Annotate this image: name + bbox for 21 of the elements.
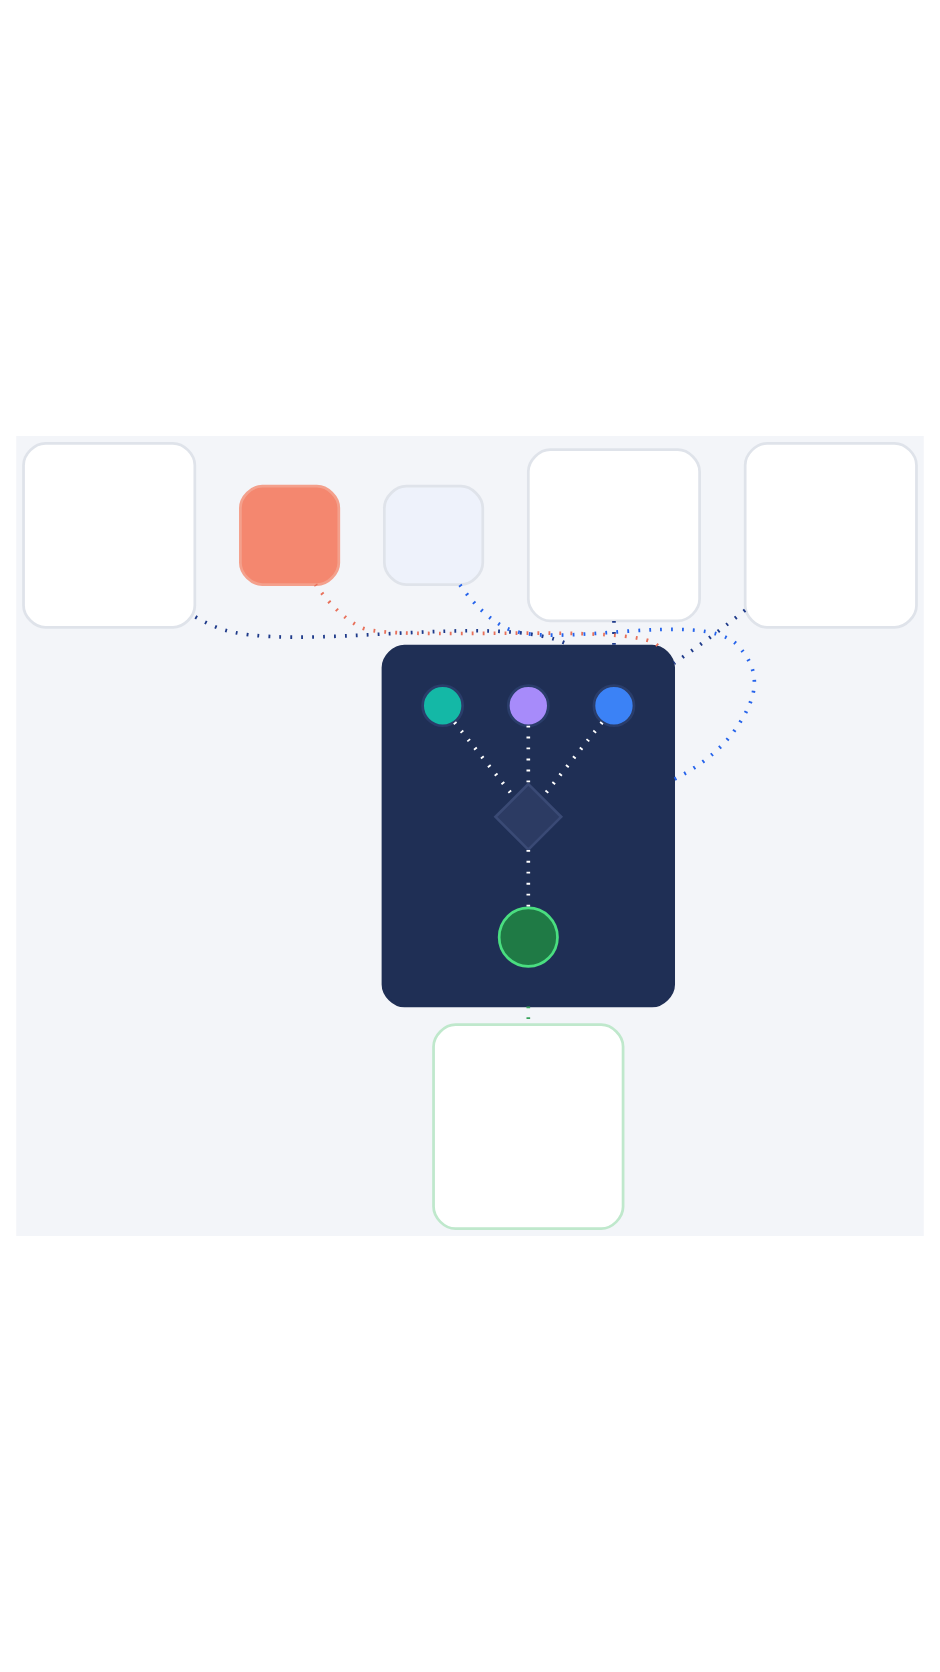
node-circle [497, 906, 559, 968]
node-circle [506, 684, 550, 728]
node-box [22, 441, 197, 629]
node-box [432, 1023, 625, 1231]
connector [526, 725, 531, 784]
connector [458, 583, 757, 781]
connector [526, 849, 531, 908]
node-box [239, 484, 341, 586]
node-circle [421, 684, 465, 728]
connector [612, 621, 616, 646]
connector [540, 721, 604, 799]
connector [314, 583, 659, 648]
node-box [743, 441, 918, 629]
node-box [526, 448, 701, 623]
connector [194, 615, 571, 648]
connector [453, 721, 516, 799]
node-circle [592, 684, 636, 728]
node-diamond [493, 782, 564, 852]
connector [673, 608, 747, 665]
node-box [383, 484, 485, 586]
cluster [381, 644, 675, 1008]
